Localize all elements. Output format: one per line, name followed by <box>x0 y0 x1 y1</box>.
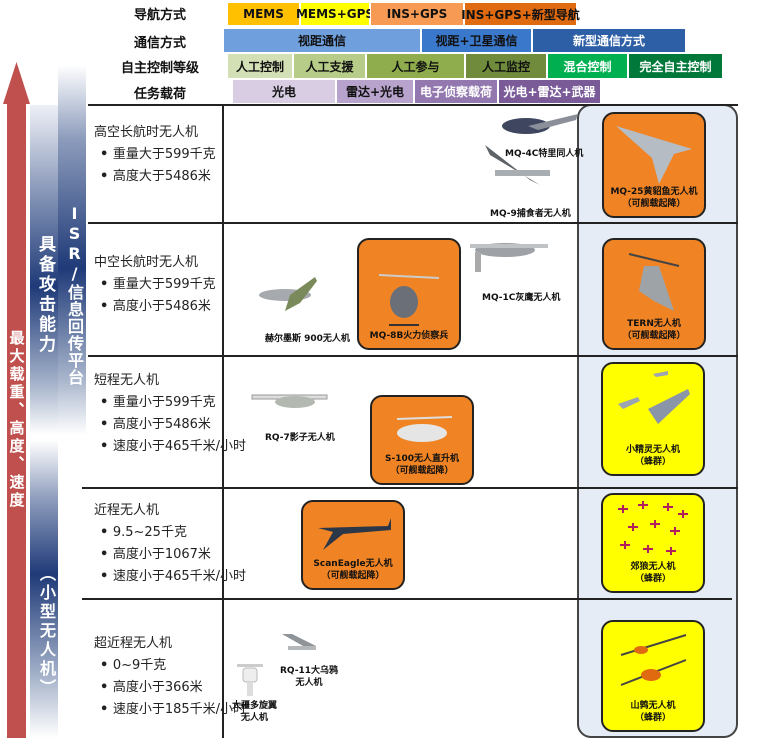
mq25-drone-icon <box>616 126 692 184</box>
s100-helicopter-icon <box>396 416 453 442</box>
payload-arrow-label: 最大载重、高度、速度 <box>7 330 26 510</box>
hermes-drone-icon <box>259 277 317 311</box>
tern-card: TERN无人机（可舰载起降） <box>602 238 706 350</box>
header-segment: MEMS+GPS <box>296 2 374 26</box>
rq11-caption: RQ-11大乌鸦无人机 <box>280 666 339 688</box>
small-uav-label: （小型无人机） <box>30 440 58 738</box>
mq8b-helicopter-icon <box>378 274 440 326</box>
rq7-caption: RQ-7影子无人机 <box>265 433 335 443</box>
mq4c-drone-icon <box>502 114 578 134</box>
header-segment: MEMS <box>227 2 300 26</box>
header-segment: 电子侦察载荷 <box>414 79 498 104</box>
coyote-drone-mark <box>663 503 673 511</box>
coyote-drone-mark <box>666 547 676 555</box>
scaneagle-drone-icon <box>318 518 391 550</box>
scaneagle-card: ScanEagle无人机（可舰载起降） <box>301 500 405 590</box>
header-segment: INS+GPS+新型导航 <box>461 2 580 26</box>
coyote-drone-mark <box>650 520 660 528</box>
category-high-altitude: 高空长航时无人机重量大于599千克高度大于5486米 <box>94 122 216 188</box>
gremlins-swarm-icon <box>618 371 690 424</box>
autonomy-label: 自主控制等级 <box>120 61 199 76</box>
mq25-caption: MQ-25黄貂鱼无人机（可舰载起降） <box>610 187 698 209</box>
dji-caption: 大疆多旋翼无人机 <box>232 701 278 723</box>
header-segment: 完全自主控制 <box>628 53 723 79</box>
header-segment: 新型通信方式 <box>532 28 686 53</box>
dji-drone-icon <box>237 664 263 696</box>
header-segment: 视距+卫星通信 <box>421 28 532 53</box>
s100-caption: S-100无人直升机（可舰载起降） <box>384 454 459 476</box>
category-medium-altitude: 中空长航时无人机重量大于599千克高度小于5486米 <box>94 252 216 318</box>
coyote-drone-mark <box>643 545 653 553</box>
header-segment: 人工监控 <box>465 53 547 79</box>
mq9-caption: MQ-9捕食者无人机 <box>490 209 571 219</box>
header-segment: 光电 <box>232 79 336 104</box>
gremlins-card: 小精灵无人机（蜂群） <box>601 362 705 476</box>
header-segment: 雷达+光电 <box>336 79 414 104</box>
header-segment: 人工支援 <box>293 53 366 79</box>
category-close-range: 近程无人机9.5~25千克高度小于1067米速度小于465千米/小时 <box>94 500 246 588</box>
coyote-swarm-icon <box>618 501 688 555</box>
coyote-drone-mark <box>620 541 630 549</box>
mq8b-caption: MQ-8B火力侦察兵 <box>369 331 449 341</box>
tern-drone-icon <box>628 253 680 311</box>
isr-platform-label: ISR/信息回传平台 <box>58 65 86 435</box>
coyote-drone-mark <box>678 510 688 518</box>
header-segment: 混合控制 <box>547 53 628 79</box>
coyote-drone-mark <box>670 527 680 535</box>
mq4c-caption: MQ-4C特里同人机 <box>505 149 584 159</box>
mq25-card: MQ-25黄貂鱼无人机（可舰载起降） <box>602 112 706 218</box>
perdix-card: 山鹑无人机（蜂群） <box>601 620 705 732</box>
perdix-caption: 山鹑无人机（蜂群） <box>630 701 676 723</box>
coyote-card: 郊狼无人机（蜂群） <box>601 493 705 593</box>
tern-caption: TERN无人机（可舰载起降） <box>622 319 686 341</box>
communication-label: 通信方式 <box>133 36 186 51</box>
attack-capability-label: 具备攻击能力 <box>30 105 58 435</box>
header-segment: INS+GPS <box>370 2 464 26</box>
category-very-close-range: 超近程无人机0~9千克高度小于366米速度小于185千米/小时 <box>94 633 246 721</box>
mq1c-drone-icon <box>470 243 548 272</box>
mq8b-card: MQ-8B火力侦察兵 <box>357 238 461 350</box>
navigation-label: 导航方式 <box>133 8 186 23</box>
payload-label: 任务载荷 <box>133 87 186 102</box>
scaneagle-caption: ScanEagle无人机（可舰载起降） <box>313 559 393 581</box>
category-short-range: 短程无人机重量小于599千克高度小于5486米速度小于465千米/小时 <box>94 370 246 458</box>
coyote-drone-mark <box>618 505 628 513</box>
coyote-drone-mark <box>638 501 648 509</box>
rq11-drone-icon <box>282 634 316 650</box>
header-segment: 人工参与 <box>366 53 465 79</box>
s100-card: S-100无人直升机（可舰载起降） <box>370 395 474 485</box>
mq1c-caption: MQ-1C灰鹰无人机 <box>482 293 561 303</box>
perdix-swarm-icon <box>620 634 686 686</box>
mq9-drone-icon <box>485 145 550 185</box>
coyote-drone-mark <box>628 523 638 531</box>
header-segment: 视距通信 <box>223 28 421 53</box>
payload-arrow-icon <box>3 62 30 738</box>
gremlins-caption: 小精灵无人机（蜂群） <box>625 445 680 467</box>
coyote-caption: 郊狼无人机（蜂群） <box>630 562 676 584</box>
header-segment: 光电+雷达+武器 <box>498 79 601 104</box>
hermes-caption: 赫尔墨斯 900无人机 <box>265 334 350 344</box>
header-segment: 人工控制 <box>227 53 293 79</box>
rq7-drone-icon <box>251 394 328 408</box>
